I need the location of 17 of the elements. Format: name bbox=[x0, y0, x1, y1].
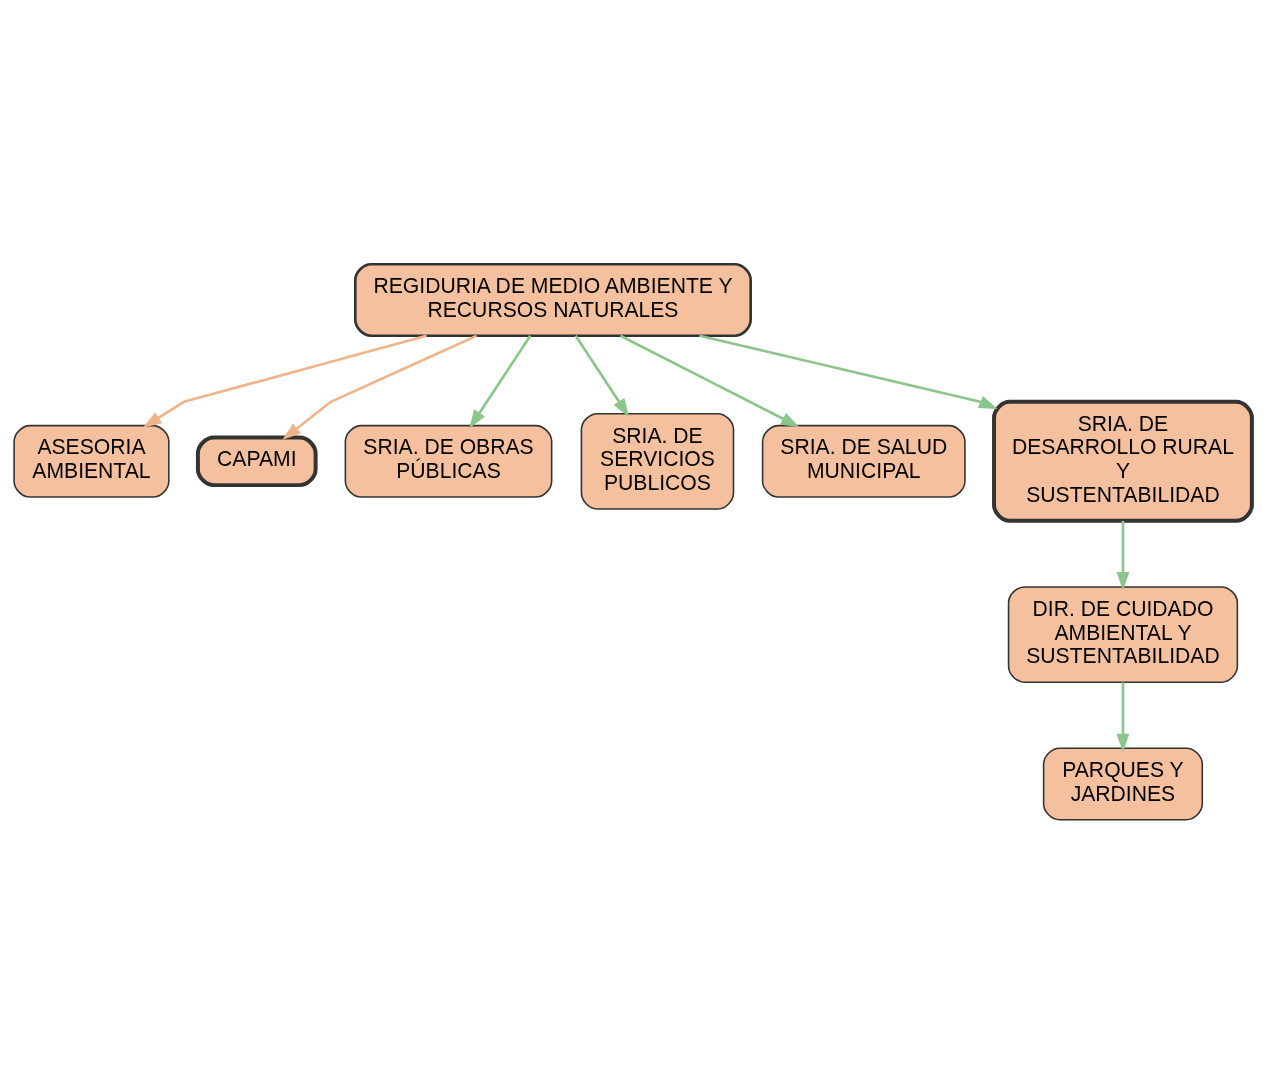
node-box: REGIDURIA DE MEDIO AMBIENTE Y RECURSOS NATURALES bbox=[353, 262, 753, 337]
node-box: SRIA. DE DESARROLLO RURAL Y SUSTENTABILIDAD bbox=[992, 399, 1254, 523]
arrow bbox=[699, 334, 998, 409]
node-box: ASESORIA AMBIENTAL bbox=[13, 424, 170, 498]
arrow bbox=[619, 334, 800, 428]
node-box: SRIA. DE SALUD MUNICIPAL bbox=[761, 424, 966, 498]
node-box: SRIA. DE OBRAS PÚBLICAS bbox=[344, 424, 553, 498]
arrow bbox=[143, 334, 427, 428]
arrow bbox=[1116, 682, 1130, 753]
node-box: DIR. DE CUIDADO AMBIENTAL Y SUSTENTABILIDAD bbox=[1007, 586, 1239, 683]
node-box: CAPAMI bbox=[195, 435, 318, 488]
arrow bbox=[469, 335, 532, 429]
arrow bbox=[574, 335, 630, 417]
arrow bbox=[1116, 520, 1130, 591]
node-box: SRIA. DE SERVICIOS PUBLICOS bbox=[580, 412, 735, 510]
node-box: PARQUES Y JARDINES bbox=[1042, 747, 1204, 821]
arrow bbox=[282, 334, 478, 440]
